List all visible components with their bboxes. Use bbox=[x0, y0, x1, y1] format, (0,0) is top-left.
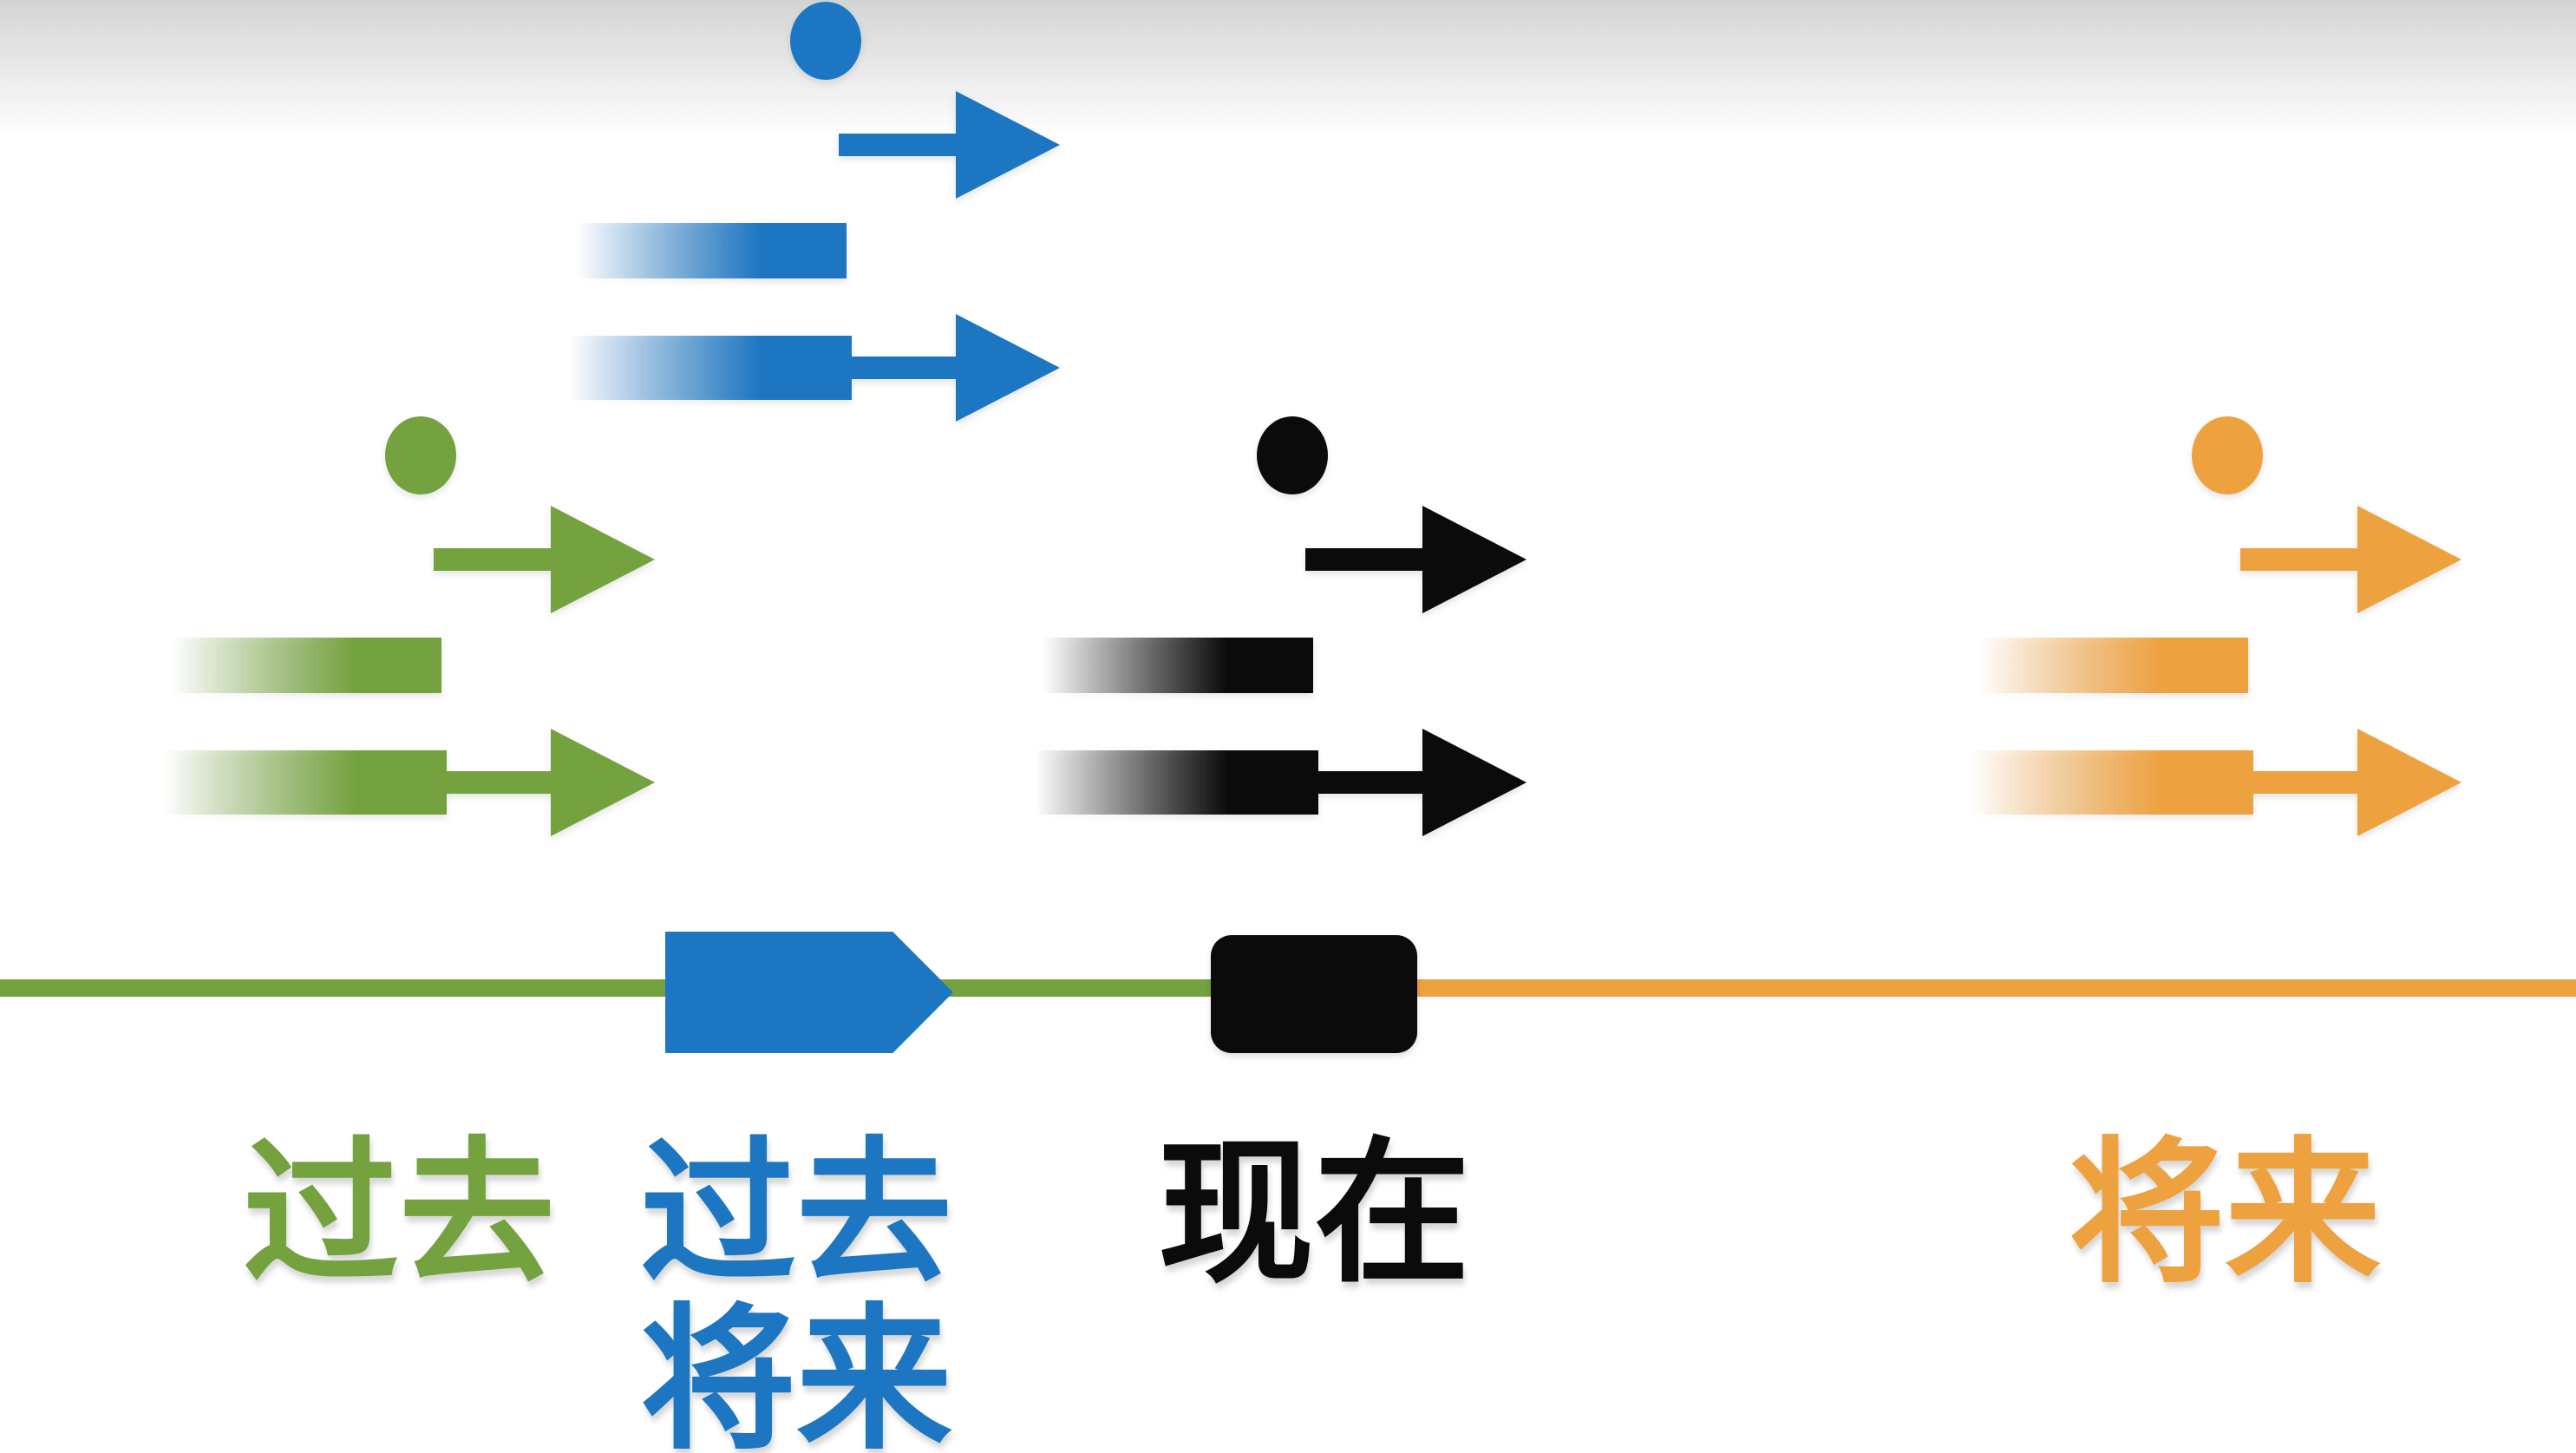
label-past-text: 过去 bbox=[242, 1129, 556, 1301]
label-past: 过去 bbox=[243, 1132, 555, 1299]
event-dot-icon bbox=[385, 416, 456, 494]
motion-arrow-head-icon bbox=[1422, 729, 1527, 836]
label-future: 将来 bbox=[2069, 1132, 2381, 1299]
past-future-marker bbox=[665, 932, 953, 1053]
tense-group-future bbox=[1967, 399, 2505, 850]
motion-trail-bar bbox=[171, 638, 441, 693]
motion-arrow-shaft bbox=[1318, 771, 1422, 794]
label-present-text: 现在 bbox=[1157, 1129, 1471, 1301]
motion-arrow-shaft bbox=[852, 357, 956, 379]
motion-trail-arrow-bar bbox=[1035, 750, 1318, 815]
motion-trail-bar bbox=[1978, 638, 2248, 693]
motion-arrow-shaft bbox=[447, 771, 551, 794]
event-dot-icon bbox=[1257, 416, 1328, 494]
label-past-future-text-line2: 将来 bbox=[639, 1295, 953, 1453]
label-present: 现在 bbox=[1158, 1132, 1470, 1299]
motion-arrow-head-icon bbox=[956, 314, 1060, 422]
short-arrow-shaft bbox=[434, 548, 551, 571]
short-arrow-shaft bbox=[839, 134, 956, 156]
motion-trail-bar bbox=[1043, 638, 1313, 693]
tense-group-past bbox=[160, 399, 698, 850]
event-dot-icon bbox=[2192, 416, 2263, 494]
event-dot-icon bbox=[790, 2, 861, 80]
tense-group-present bbox=[1032, 399, 1570, 850]
short-arrow-shaft bbox=[1305, 548, 1422, 571]
motion-trail-bar bbox=[576, 223, 847, 278]
label-future-text: 将来 bbox=[2068, 1129, 2382, 1301]
present-marker bbox=[1211, 935, 1417, 1053]
timeline-future-segment bbox=[1414, 979, 2576, 997]
short-arrow-shaft bbox=[2240, 548, 2357, 571]
motion-trail-arrow-bar bbox=[568, 336, 852, 400]
short-arrow-head-icon bbox=[2357, 506, 2462, 613]
motion-arrow-shaft bbox=[2253, 771, 2357, 794]
timeline-past-segment bbox=[0, 979, 1214, 997]
tense-group-past-future bbox=[566, 0, 1103, 435]
motion-arrow-head-icon bbox=[2357, 729, 2462, 836]
motion-trail-arrow-bar bbox=[1970, 750, 2253, 815]
motion-arrow-head-icon bbox=[551, 729, 655, 836]
label-past-future-text-line1: 过去 bbox=[639, 1129, 953, 1301]
label-past-future: 过去 将来 bbox=[640, 1132, 952, 1453]
short-arrow-head-icon bbox=[551, 506, 655, 613]
top-vignette bbox=[0, 0, 2576, 139]
short-arrow-head-icon bbox=[1422, 506, 1527, 613]
motion-trail-arrow-bar bbox=[163, 750, 447, 815]
short-arrow-head-icon bbox=[956, 91, 1060, 199]
